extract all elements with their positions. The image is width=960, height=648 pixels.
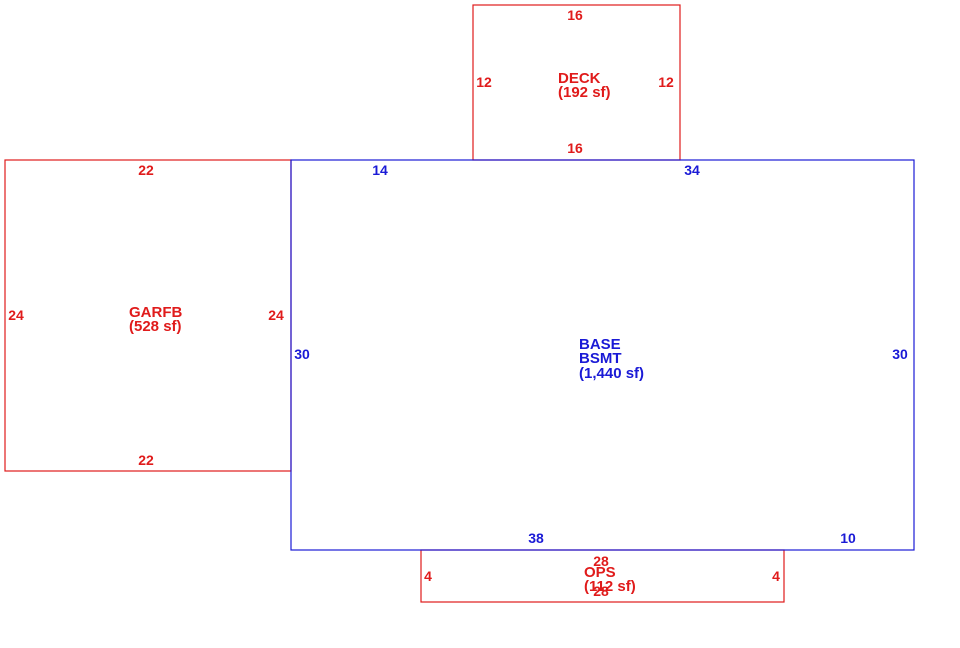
ops-area-label: (112 sf) — [584, 578, 636, 595]
base-dim-bottom-right: 10 — [840, 530, 856, 546]
deck-area[interactable]: 16 12 12 16 DECK (192 sf) — [472, 4, 681, 161]
ops-dim-right: 4 — [772, 568, 780, 584]
garage-area-label: (528 sf) — [129, 318, 182, 335]
base-dim-right: 30 — [892, 346, 908, 362]
garage-dim-bottom: 22 — [138, 452, 154, 468]
deck-dim-bottom: 16 — [567, 140, 583, 156]
ops-area[interactable]: 28 4 4 OPS (112 sf) 28 — [420, 549, 785, 603]
garage-dim-top: 22 — [138, 162, 154, 178]
base-dim-top-left: 14 — [372, 162, 388, 178]
deck-dim-top: 16 — [567, 7, 583, 23]
base-outline — [290, 159, 915, 551]
garage-dim-right: 24 — [268, 307, 284, 323]
base-dim-top-right: 34 — [684, 162, 700, 178]
base-area-label: (1,440 sf) — [579, 365, 644, 382]
garage-dim-left: 24 — [8, 307, 24, 323]
ops-label: OPS — [584, 564, 616, 581]
base-area[interactable]: 14 34 30 30 38 10 BASE BSMT (1,440 sf) — [290, 159, 915, 551]
base-dim-bottom-left: 38 — [528, 530, 544, 546]
garage-area[interactable]: 22 24 24 22 GARFB (528 sf) — [4, 159, 292, 472]
ops-dim-top: 28 — [593, 553, 609, 569]
deck-dim-left: 12 — [476, 74, 492, 90]
garage-label: GARFB — [129, 304, 182, 321]
ops-dim-bottom: 28 — [593, 583, 609, 599]
base-label: BASE — [579, 336, 621, 353]
base-dim-left: 30 — [294, 346, 310, 362]
deck-dim-right: 12 — [658, 74, 674, 90]
deck-area-label: (192 sf) — [558, 84, 611, 101]
deck-label: DECK — [558, 70, 601, 87]
ops-dim-left: 4 — [424, 568, 432, 584]
base-sublabel: BSMT — [579, 350, 622, 367]
